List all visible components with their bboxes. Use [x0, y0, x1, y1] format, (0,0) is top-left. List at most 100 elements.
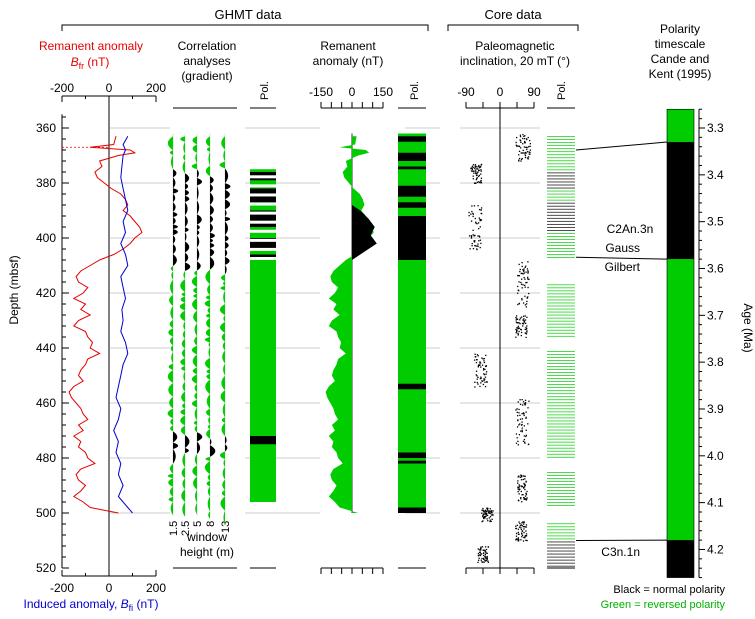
inclination-point: [521, 272, 523, 275]
inclination-point: [522, 315, 525, 317]
inclination-point: [481, 557, 483, 560]
correlation-lobe: [182, 402, 185, 409]
correlation-lobe: [185, 241, 190, 253]
inclination-point: [477, 205, 479, 207]
correlation-lobe: [194, 322, 197, 337]
inclination-point: [526, 281, 528, 284]
correlation-lobe: [210, 438, 212, 446]
inclination-point: [477, 561, 479, 564]
inclination-point: [515, 321, 518, 323]
inclination-point: [528, 146, 530, 148]
inclination-point: [517, 444, 520, 446]
pol-core-stripe: [547, 163, 575, 165]
inclination-point: [522, 143, 524, 145]
chron-label-c3n1n: C3n.1n: [601, 545, 640, 559]
remanent-red-title-line2: Bfr (nT): [71, 55, 110, 71]
inclination-point: [517, 482, 519, 484]
correlation-lobe: [205, 165, 210, 177]
depth-tick-label: 440: [36, 341, 56, 355]
inclination-point: [521, 157, 523, 160]
inclination-point: [521, 287, 523, 289]
pol-core-stripe: [547, 453, 575, 455]
correlation-lobe: [197, 169, 199, 179]
window-height-label: 8: [205, 521, 217, 527]
pol-core-stripe: [547, 478, 575, 479]
chron-label-c2an3n: C2An.3n: [607, 222, 654, 236]
inclination-point: [518, 521, 520, 523]
inclination-point: [525, 492, 527, 495]
inclination-point: [486, 514, 489, 517]
inclination-point: [474, 386, 476, 388]
inclination-point: [476, 245, 478, 247]
inclination-point: [482, 514, 484, 516]
pol-rem-normal-interval: [398, 166, 426, 170]
correlation-lobe: [169, 486, 173, 497]
correlation-lobe: [225, 248, 228, 257]
pol-core-stripe: [547, 184, 575, 186]
inclination-point: [527, 261, 529, 263]
pol-core-stripe: [547, 472, 575, 473]
inclination-point: [472, 213, 474, 215]
pol-core-stripe: [547, 151, 575, 153]
inclination-point: [470, 235, 473, 237]
correlation-lobe: [207, 424, 210, 430]
correlation-lobe: [169, 319, 173, 329]
inclination-point: [517, 325, 520, 327]
pol-core-stripe: [547, 505, 575, 506]
inclination-point: [482, 520, 484, 522]
pol-core-stripe: [547, 444, 575, 446]
pol-label-ghmt: Pol.: [259, 81, 271, 100]
inclination-point: [524, 278, 526, 280]
inclination-point: [517, 289, 519, 291]
inclination-point: [485, 552, 487, 554]
inclination-point: [479, 181, 481, 184]
inclination-point: [477, 383, 479, 385]
inclination-point: [526, 331, 528, 333]
correlation-lobe: [173, 188, 179, 194]
inclination-point: [524, 478, 526, 480]
inclination-point: [527, 407, 529, 409]
inclination-point: [487, 546, 489, 548]
inclination-point: [519, 414, 521, 416]
pol-core-stripe: [547, 323, 575, 325]
correlation-lobe: [225, 241, 229, 249]
inclination-point: [522, 475, 525, 477]
inclination-point: [521, 524, 523, 527]
inclination-point: [484, 559, 486, 561]
correlation-lobe: [208, 151, 210, 166]
inclination-point: [527, 276, 529, 279]
inclination-point: [524, 319, 527, 321]
correlation-title-2: analyses: [183, 54, 230, 68]
inclination-point: [523, 272, 525, 274]
inclination-point: [526, 498, 528, 500]
inclination-point: [517, 480, 519, 482]
inclination-point: [516, 524, 518, 526]
correlation-lobe: [173, 243, 176, 255]
inclination-point: [521, 429, 523, 431]
pol-core-stripe: [547, 429, 575, 431]
inclination-point: [480, 382, 482, 384]
bfield-bottom-tick-label: 0: [106, 581, 113, 595]
inclination-point: [516, 411, 518, 414]
inclination-point: [525, 326, 527, 329]
core-bracket: [447, 24, 579, 31]
pol-core-stripe: [547, 496, 575, 497]
inclination-point: [522, 133, 524, 136]
window-height-label: 13: [220, 521, 232, 533]
pol-core-stripe: [547, 502, 575, 503]
correlation-lobe: [225, 168, 229, 184]
inclination-point: [518, 303, 520, 305]
inclination-point: [515, 328, 517, 331]
inclination-point: [523, 497, 525, 499]
inclination-point: [518, 322, 520, 324]
correlation-lobe: [173, 228, 178, 236]
inclination-point: [525, 530, 527, 532]
inclination-point: [473, 166, 475, 169]
inclination-point: [478, 240, 480, 242]
correlation-lobe: [207, 496, 210, 512]
inclination-point: [482, 516, 485, 519]
inclination-point: [522, 401, 525, 403]
inclination-point: [479, 236, 481, 238]
pol-core-stripe: [547, 175, 575, 177]
pol-core-stripe: [547, 553, 575, 555]
